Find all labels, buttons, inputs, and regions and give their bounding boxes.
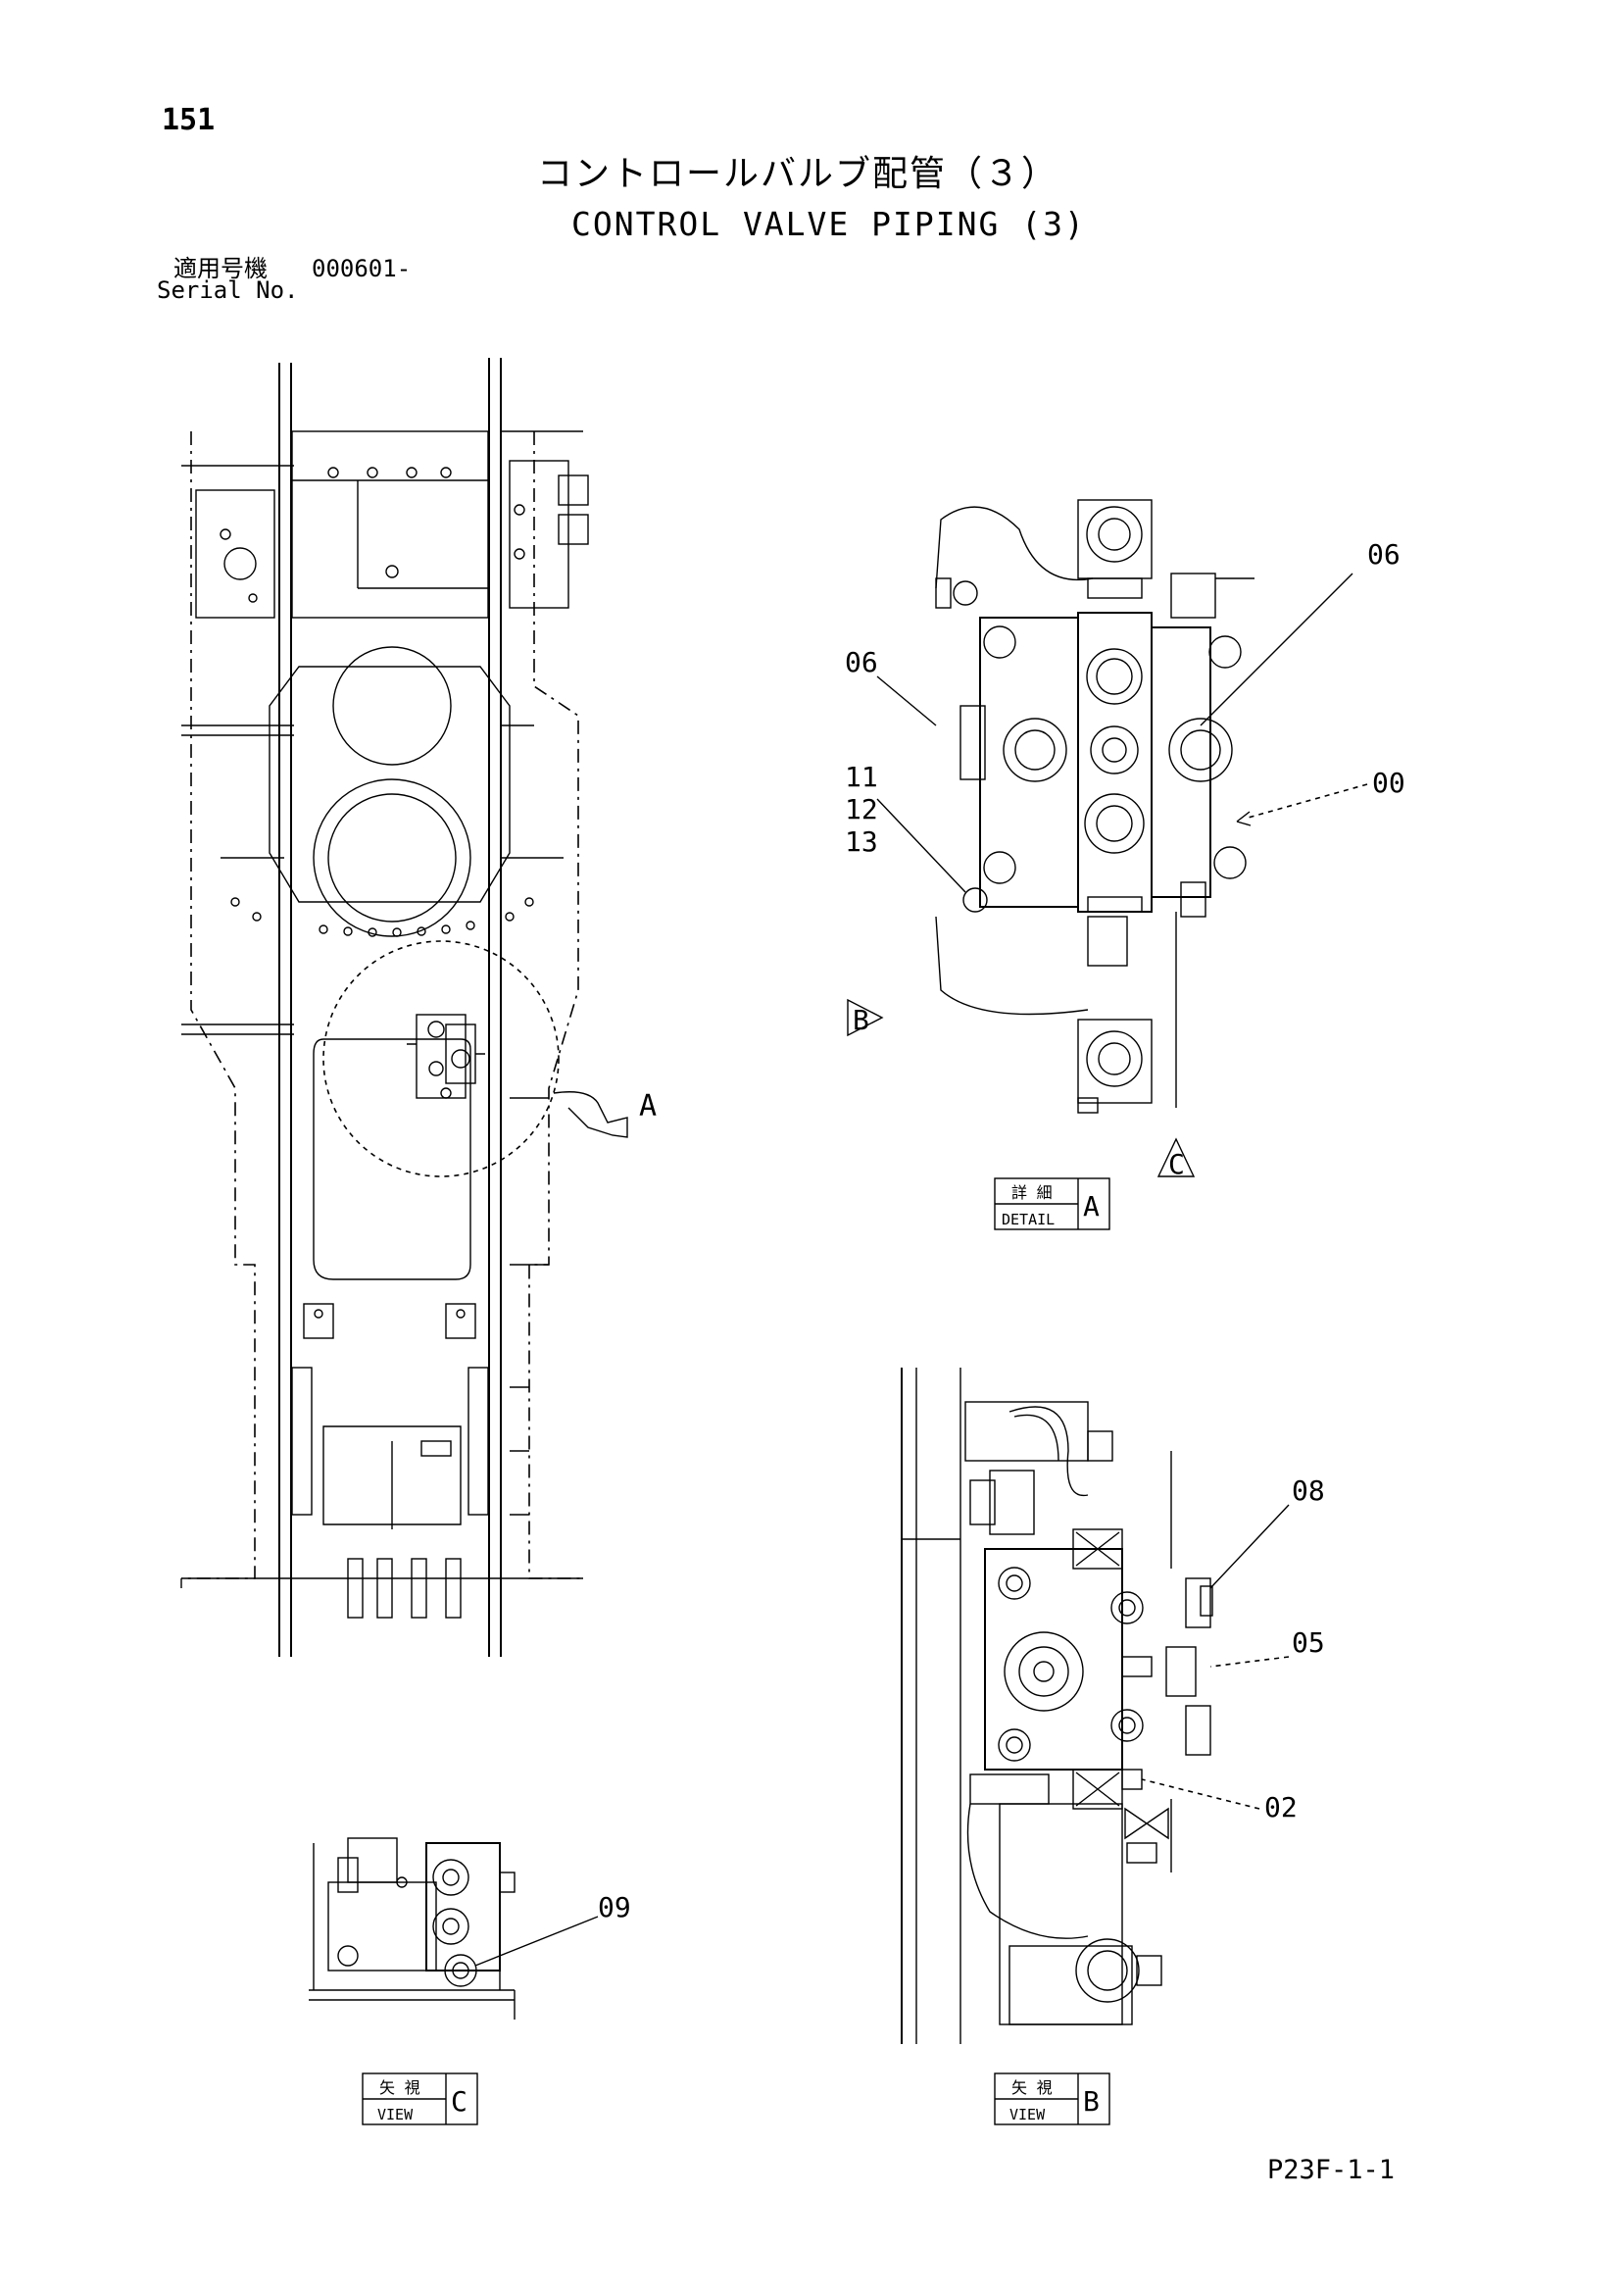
view-c-label-letter: C <box>451 2085 467 2118</box>
detail-a-drawing <box>847 499 1368 1177</box>
page-title-japanese: コントロールバルブ配管（３） <box>537 154 1059 194</box>
detail-a-callout-12: 12 <box>845 793 878 825</box>
view-b-label-jp: 矢 視 <box>1011 2078 1053 2097</box>
view-b-callout-05: 05 <box>1292 1626 1325 1659</box>
machine-frame-overview <box>180 358 628 1657</box>
detail-a-callout-13: 13 <box>845 825 878 858</box>
view-b-label-box <box>994 2072 1110 2125</box>
detail-a-callout-11: 11 <box>845 761 878 793</box>
serial-number-value: 000601- <box>312 255 412 282</box>
view-b-label-en: VIEW <box>1009 2106 1046 2123</box>
view-c-label-jp: 矢 視 <box>379 2078 420 2097</box>
view-b-callout-08: 08 <box>1292 1474 1325 1507</box>
detail-a-callout-06-left: 06 <box>845 646 878 678</box>
view-b-callout-02: 02 <box>1264 1791 1298 1823</box>
page-number: 151 <box>162 103 216 137</box>
detail-a-callout-00: 00 <box>1372 767 1405 799</box>
detail-a-label-letter: A <box>1083 1190 1100 1223</box>
serial-label-japanese: 適用号機 <box>173 255 268 282</box>
page-title-english: CONTROL VALVE PIPING (3) <box>571 205 1086 243</box>
view-arrow-c-label: C <box>1168 1148 1185 1180</box>
drawing-code: P23F-1-1 <box>1267 2155 1396 2185</box>
view-c-drawing <box>309 1837 599 2020</box>
view-c-callout-09: 09 <box>598 1891 631 1923</box>
detail-a-label-jp: 詳 細 <box>1011 1183 1053 1202</box>
view-c-label-box <box>362 2072 478 2125</box>
detail-a-label-box <box>994 1177 1110 1230</box>
view-b-drawing <box>901 1368 1290 2044</box>
view-c-label-en: VIEW <box>377 2106 414 2123</box>
detail-a-callout-06-right: 06 <box>1367 538 1401 571</box>
view-arrow-b-label: B <box>853 1004 869 1036</box>
serial-label-english: Serial No. <box>157 276 299 304</box>
view-b-label-letter: B <box>1083 2085 1100 2118</box>
detail-a-label-en: DETAIL <box>1002 1211 1055 1228</box>
arrow-a-label: A <box>639 1089 657 1123</box>
